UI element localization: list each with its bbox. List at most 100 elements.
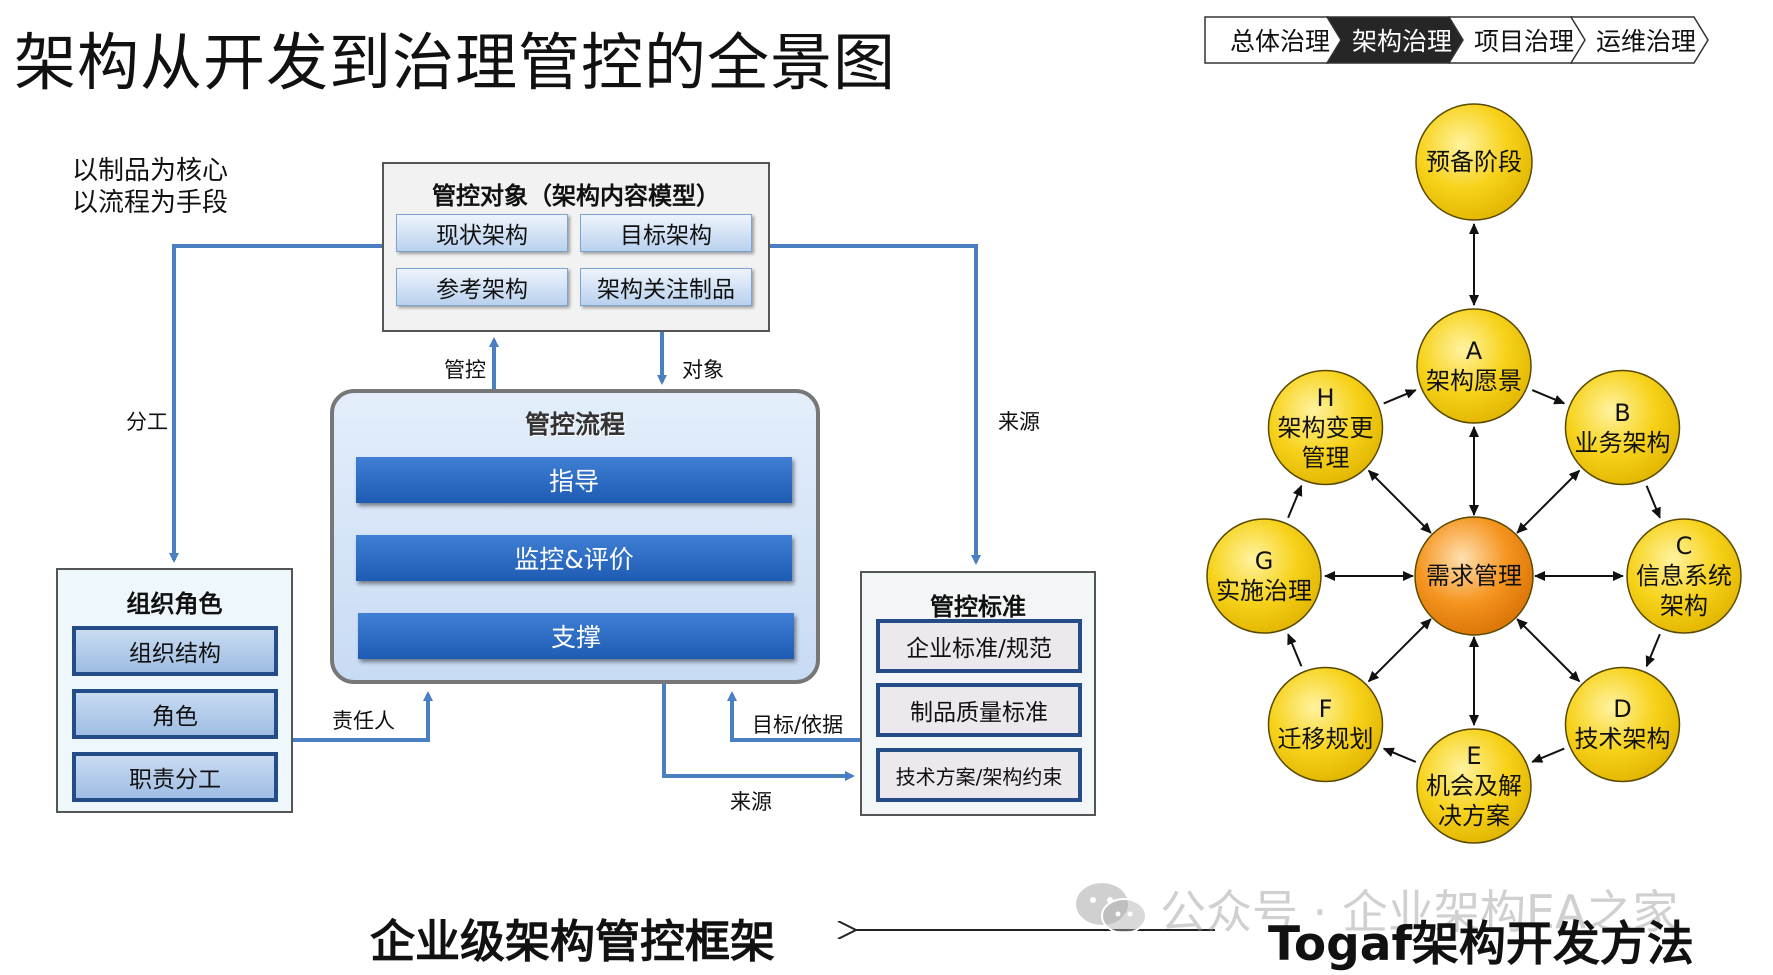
spoke-arrow-d (1516, 618, 1581, 683)
spoke-arrow-h (1367, 469, 1432, 534)
page-title: 架构从开发到治理管控的全景图 (14, 26, 897, 99)
cycle-arrow-b (1645, 485, 1661, 519)
node-text-line: 机会及解 (1426, 772, 1522, 800)
object-target-architecture[interactable]: 目标架构 (580, 214, 752, 252)
node-text-line: D (1613, 695, 1632, 724)
control-object-title: 管控对象（架构内容模型） (432, 182, 720, 210)
slogan: 以制品为核心 以流程为手段 (72, 155, 228, 219)
node-text-line: 需求管理 (1426, 562, 1522, 590)
node-text-line: A (1465, 337, 1483, 365)
breadcrumb-item-3[interactable]: 项目治理 (1448, 16, 1587, 64)
flow-guide[interactable]: 指导 (356, 457, 792, 503)
node-text-line: E (1466, 742, 1482, 770)
breadcrumb-item-4[interactable]: 运维治理 (1570, 16, 1709, 64)
cycle-arrow-a (1531, 389, 1566, 405)
node-text-line: F (1318, 695, 1333, 724)
node-text-line: 信息系统 (1636, 562, 1732, 590)
cycle-arrow-d (1531, 747, 1565, 763)
node-text-line: B (1614, 398, 1631, 427)
phase-c-circle[interactable] (1626, 518, 1742, 634)
label-guankong: 管控 (444, 358, 486, 382)
node-text-line: 架构 (1660, 592, 1708, 620)
standard-artifact-quality[interactable]: 制品质量标准 (876, 683, 1082, 737)
org-responsibility[interactable]: 职责分工 (72, 752, 278, 802)
org-roles-box: 组织角色 组织结构 角色 职责分工 (56, 568, 293, 813)
node-text-line: 架构愿景 (1426, 367, 1522, 395)
node-text-line: 预备阶段 (1426, 148, 1522, 176)
label-laiyuan-top: 来源 (998, 410, 1040, 434)
cycle-arrow-c (1645, 633, 1661, 668)
flow-monitor-evaluate[interactable]: 监控&评价 (356, 535, 792, 581)
phase-d-circle[interactable] (1564, 666, 1681, 783)
breadcrumb-label: 架构治理 (1351, 27, 1452, 56)
org-structure[interactable]: 组织结构 (72, 626, 278, 676)
cycle-arrow-f (1287, 633, 1303, 667)
slogan-line-2: 以流程为手段 (72, 188, 229, 218)
breadcrumb-item-2[interactable]: 架构治理 (1326, 16, 1465, 64)
breadcrumb-label: 运维治理 (1595, 27, 1696, 56)
node-text-line: 迁移规划 (1277, 725, 1374, 754)
requirements-management-label: 需求管理 (1426, 561, 1522, 591)
object-current-architecture[interactable]: 现状架构 (396, 214, 568, 252)
phase-a-circle[interactable] (1416, 308, 1532, 424)
watermark: 公众号 · 企业架构EA之家 (1160, 885, 1679, 939)
requirements-management-circle[interactable] (1414, 516, 1534, 636)
footer-left-title: 企业级架构管控框架 (370, 915, 776, 968)
phase-b-circle[interactable] (1564, 369, 1681, 486)
label-duixiang: 对象 (682, 358, 724, 382)
arrow-laiyuan-top (770, 244, 981, 565)
control-flow-box: 管控流程 指导 监控&评价 支撑 (330, 389, 820, 684)
node-text-line: 技术架构 (1574, 725, 1671, 754)
breadcrumb-label: 总体治理 (1229, 27, 1330, 56)
label-fengong: 分工 (126, 410, 168, 434)
label-zerenren: 责任人 (332, 709, 395, 733)
footer-right-title: Togaf架构开发方法 (1268, 917, 1694, 972)
node-text-line: C (1675, 532, 1693, 560)
node-text-line: G (1254, 547, 1274, 575)
phase-e-circle[interactable] (1416, 728, 1532, 844)
object-reference-architecture[interactable]: 参考架构 (396, 268, 568, 306)
org-roles-title: 组织角色 (126, 590, 223, 618)
node-text-line: 实施治理 (1216, 577, 1312, 605)
arrow-mubiao (727, 691, 860, 742)
breadcrumb: 总体治理架构治理项目治理运维治理 (1204, 16, 1764, 66)
label-laiyuan-bottom: 来源 (730, 790, 772, 814)
arrow-zerenren (293, 691, 433, 742)
cycle-arrow-g (1287, 484, 1303, 519)
phase-g-circle[interactable] (1206, 518, 1322, 634)
node-text-line: 架构变更 (1277, 413, 1374, 442)
object-architecture-artifacts[interactable]: 架构关注制品 (580, 268, 752, 306)
org-role[interactable]: 角色 (72, 689, 278, 739)
phase-h-circle[interactable] (1267, 369, 1384, 486)
control-standard-title: 管控标准 (930, 593, 1026, 621)
control-flow-title: 管控流程 (524, 410, 625, 439)
phase-f-circle[interactable] (1267, 666, 1384, 783)
node-text-line: 管理 (1301, 443, 1350, 472)
standard-enterprise[interactable]: 企业标准/规范 (876, 619, 1082, 673)
spoke-arrow-f (1367, 618, 1432, 683)
arrow-laiyuan-bottom (662, 684, 855, 781)
standard-technical-constraint[interactable]: 技术方案/架构约束 (876, 748, 1082, 802)
flow-support[interactable]: 支撑 (358, 613, 794, 659)
control-standard-box: 管控标准 企业标准/规范 制品质量标准 技术方案/架构约束 (860, 571, 1096, 816)
control-object-box: 管控对象（架构内容模型） 现状架构 目标架构 参考架构 架构关注制品 (382, 162, 770, 332)
wechat-icon (1076, 883, 1147, 934)
arrow-fengong (169, 244, 382, 563)
spoke-arrow-b (1516, 469, 1581, 534)
node-text-line: 决方案 (1438, 802, 1510, 830)
breadcrumb-item-1[interactable]: 总体治理 (1204, 16, 1343, 64)
node-text-line: H (1316, 383, 1335, 412)
cycle-arrow-h (1383, 389, 1417, 405)
phase-preliminary-circle[interactable] (1415, 103, 1533, 221)
cycle-arrow-e (1382, 747, 1417, 763)
